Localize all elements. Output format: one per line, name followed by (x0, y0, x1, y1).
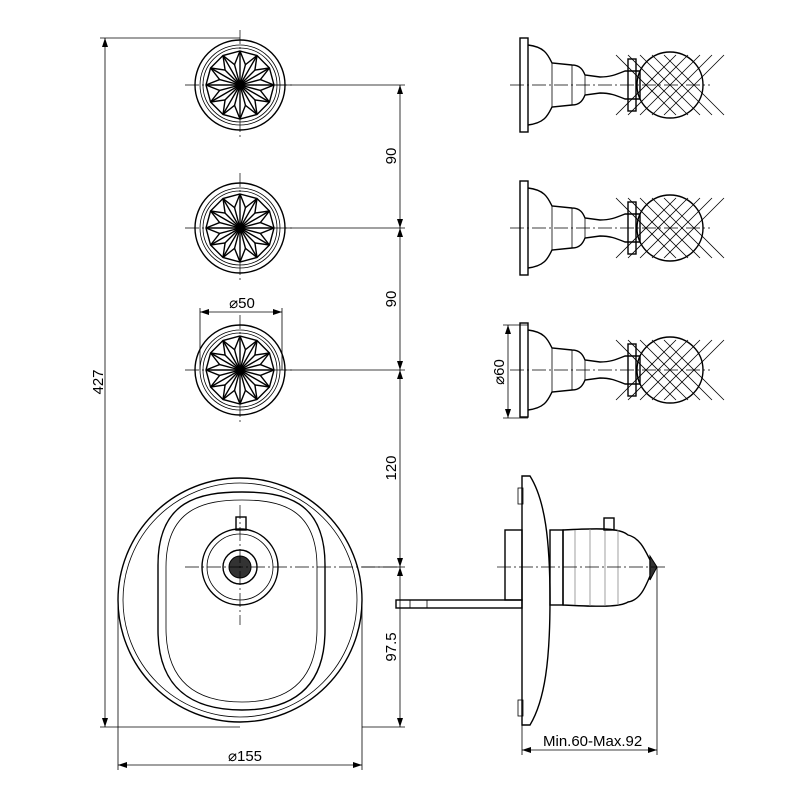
crystal-knob (185, 173, 295, 283)
side-valve (510, 180, 725, 276)
total-height-label: 427 (90, 369, 107, 394)
spacing-1-label: 90 (383, 148, 400, 165)
dimension-knob-diameter: ⌀50 (199, 295, 283, 370)
thermostat-side-view (395, 475, 665, 726)
spacing-2-label: 90 (383, 291, 400, 308)
dimension-depth-range: Min.60-Max.92 (521, 567, 658, 755)
crystal-knob (185, 30, 295, 140)
front-knobs (185, 30, 295, 425)
dimension-vertical-spacings: 90 90 120 97.5 (240, 84, 405, 728)
side-valve (510, 322, 725, 418)
side-valves (510, 37, 725, 418)
lower-offset-label: 97.5 (383, 632, 400, 661)
plate-diameter-label: ⌀155 (228, 748, 262, 765)
depth-range-label: Min.60-Max.92 (543, 733, 642, 750)
side-valve (510, 37, 725, 133)
dimension-total-height: 427 (90, 37, 240, 728)
thermostat-front-view (117, 477, 400, 723)
knob-diameter-label: ⌀50 (229, 295, 255, 312)
dimension-plate-diameter: ⌀155 (117, 600, 363, 770)
spacing-3-label: 120 (383, 455, 400, 480)
side-diameter-label: ⌀60 (491, 359, 508, 385)
crystal-knob (185, 315, 295, 425)
dimension-side-diameter: ⌀60 (491, 324, 528, 419)
